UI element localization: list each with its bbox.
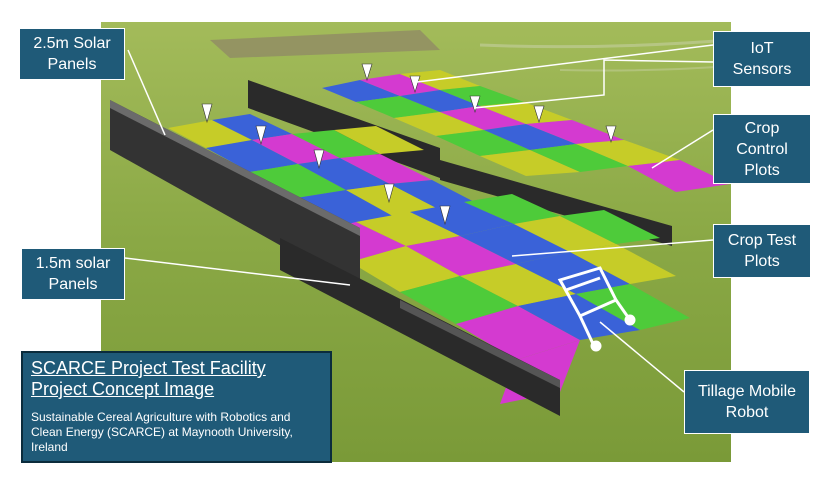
callout-iot-sensors-line1: IoT [750,40,774,57]
title-box: SCARCE Project Test Facility Project Con… [21,351,332,463]
short-solar-panel-fence [280,238,560,416]
callout-crop-test-line2: Plots [744,253,780,270]
callout-iot-sensors-line2: Sensors [732,61,792,78]
callout-crop-control-line2: Control [736,140,788,158]
callout-crop-test-line1: Crop Test [727,232,797,249]
callout-iot-sensors: IoT Sensors [713,31,811,87]
tall-solar-panel-fence [110,100,360,290]
callout-solar-2-5m: 2.5m Solar Panels [19,28,125,80]
callout-tillage-robot-line1: Tillage Mobile [697,383,797,400]
tillage-robot [557,266,636,352]
callout-solar-1-5m: 1.5m solar Panels [21,248,125,300]
callout-solar-1-5m-line1: 1.5m solar [35,255,111,272]
callout-leader-lines [124,44,714,393]
callout-crop-control-line1: Crop [744,119,780,137]
callout-crop-test: Crop Test Plots [713,224,811,278]
title-description: Sustainable Cereal Agriculture with Robo… [31,410,293,454]
back-plot-row [322,70,730,192]
middle-plot-row [168,114,486,226]
dirt-patch [210,30,440,58]
callout-tillage-robot: Tillage Mobile Robot [684,370,810,434]
callout-solar-1-5m-line2: Panels [48,276,98,293]
callout-solar-2-5m-line2: Panels [47,56,97,73]
callout-solar-2-5m-line1: 2.5m Solar [33,35,111,52]
title-line-1: SCARCE Project Test Facility [31,358,266,378]
callout-tillage-robot-line2: Robot [725,404,769,421]
callout-crop-control-line3: Plots [744,161,780,179]
title-line-2: Project Concept Image [31,379,215,399]
callout-crop-control: Crop Control Plots [713,114,811,184]
iot-sensor-pins [201,63,617,226]
